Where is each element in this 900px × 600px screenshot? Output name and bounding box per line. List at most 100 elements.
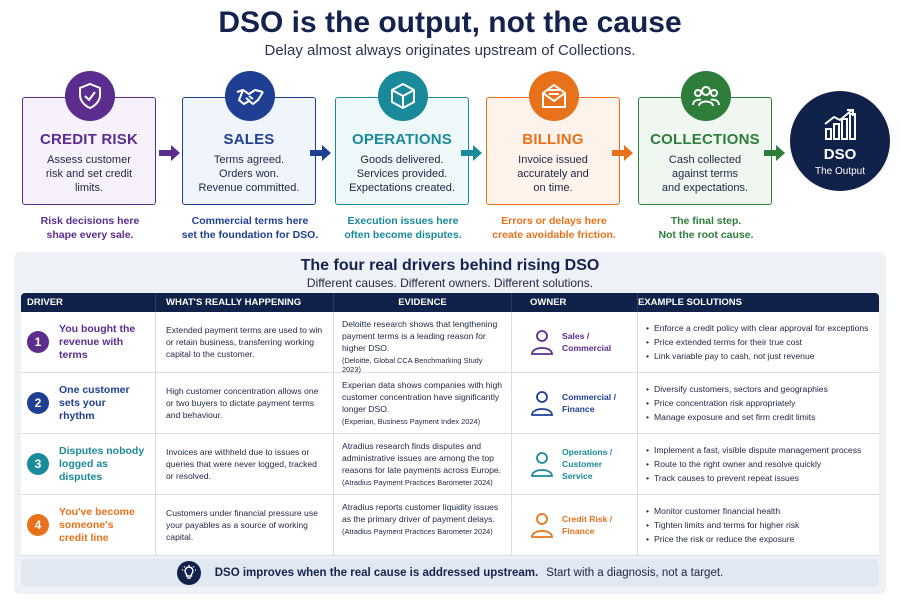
stage-desc-line: Cash collected — [668, 154, 742, 166]
owner-label: Credit Risk /Finance — [562, 513, 612, 537]
stage-desc-line: Expectations created. — [349, 182, 455, 194]
owner-label-line: Customer Service — [562, 459, 603, 481]
stage-note: Errors or delays here create avoidable f… — [477, 214, 631, 242]
driver-label-line: You bought the — [59, 322, 136, 335]
team-icon — [692, 86, 720, 107]
driver-number-badge: 2 — [27, 392, 49, 414]
owner-label-line: Finance — [562, 404, 595, 414]
driver-number-badge: 3 — [27, 453, 49, 475]
evidence-cell: Atradius reports customer liquidity issu… — [334, 495, 512, 555]
stage-desc-line: Goods delivered. — [360, 154, 444, 166]
footer-strong-text: DSO improves when the real cause is addr… — [214, 567, 539, 579]
owner-label: Operations / Customer Service — [562, 446, 629, 482]
solutions-list: Implement a fast, visible dispute manage… — [646, 443, 861, 485]
driver-label-line: disputes — [59, 470, 103, 483]
stage-operations: OPERATIONS Goods delivered. Services pro… — [335, 71, 469, 241]
evidence-text: Atradius research finds disputes and adm… — [342, 441, 502, 475]
evidence-text: Experian data shows companies with high … — [342, 380, 503, 414]
solutions-list: Enforce a credit policy with clear appro… — [646, 321, 868, 363]
dso-sublabel: The Output — [814, 166, 866, 177]
chart-growth-icon — [824, 109, 856, 140]
owner-cell: Credit Risk /Finance — [512, 495, 638, 555]
person-icon — [531, 452, 553, 477]
stage-desc-line: Orders won. — [219, 168, 279, 180]
driver-number-badge: 1 — [27, 331, 49, 353]
happening-cell: Extended payment terms are used to win o… — [156, 312, 334, 372]
page-title: DSO is the output, not the cause — [218, 6, 682, 39]
stage-note-line: The final step. — [670, 215, 742, 227]
stage-note-line: Not the root cause. — [658, 229, 754, 241]
driver-label-line: You've become — [59, 505, 135, 518]
solution-item: Tighten limits and terms for higher risk — [646, 518, 799, 532]
stage-note-line: create avoidable friction. — [492, 229, 616, 241]
arrow-right-icon — [159, 145, 180, 161]
evidence-cell: Atradius research finds disputes and adm… — [334, 434, 512, 494]
stage-desc-line: and expectations. — [661, 182, 749, 194]
stage-circle — [225, 71, 275, 121]
stage-desc-line: on time. — [533, 182, 573, 194]
driver-label-line: revenue with — [59, 335, 124, 348]
stage-billing: BILLING Invoice issued accurately and on… — [486, 71, 620, 241]
stage-name: BILLING — [522, 131, 584, 148]
arrow-right-icon — [310, 145, 331, 161]
evidence-source: (Deloitte, Global CCA Benchmarking Study… — [342, 356, 483, 374]
stage-note: The final step. Not the root cause. — [629, 214, 783, 242]
solution-item: Link variable pay to cash, not just reve… — [646, 349, 868, 363]
stage-circle — [65, 71, 115, 121]
arrow-right-icon — [764, 145, 785, 161]
stage-desc-line: Revenue committed. — [198, 182, 300, 194]
stage-desc-line: against terms — [671, 168, 739, 180]
person-icon — [531, 391, 553, 416]
stage-desc-line: Invoice issued — [518, 154, 588, 166]
stage-description: Invoice issued accurately and on time. — [487, 153, 619, 195]
stage-desc-line: risk and set credit — [45, 168, 133, 180]
solution-item: Implement a fast, visible dispute manage… — [646, 443, 861, 457]
happening-text: Extended payment terms are used to win o… — [166, 325, 323, 359]
process-flow: CREDIT RISK Assess customer risk and set… — [22, 70, 892, 245]
driver-label-line: Disputes nobody — [59, 444, 145, 457]
stage-note-line: Execution issues here — [347, 215, 459, 227]
person-icon — [531, 330, 553, 355]
owner-label: Sales /Commercial — [562, 330, 611, 354]
driver-label-line: sets your — [59, 396, 106, 409]
driver-label-line: rhythm — [59, 409, 95, 422]
owner-cell: Commercial /Finance — [512, 373, 638, 433]
stage-collections: COLLECTIONS Cash collected against terms… — [638, 71, 772, 241]
solution-item: Enforce a credit policy with clear appro… — [646, 321, 868, 335]
stage-note-line: Risk decisions here — [40, 215, 140, 227]
stage-desc-line: accurately and — [517, 168, 589, 180]
evidence-cell: Deloitte research shows that lengthening… — [334, 312, 512, 374]
stage-desc-line: Terms agreed. — [213, 154, 285, 166]
solution-item: Route to the right owner and resolve qui… — [646, 457, 861, 471]
column-header: EVIDENCE — [334, 293, 512, 312]
solution-item: Price the risk or reduce the exposure — [646, 532, 799, 546]
stage-name: SALES — [223, 131, 275, 148]
stage-description: Cash collected against terms and expecta… — [639, 153, 771, 195]
solution-item: Price extended terms for their true cost — [646, 335, 868, 349]
handshake-icon — [236, 88, 264, 106]
stage-desc-line: Services provided. — [356, 168, 448, 180]
evidence-text: Deloitte research shows that lengthening… — [342, 319, 498, 353]
stage-note-line: shape every sale. — [46, 229, 134, 241]
evidence-source: (Atradius Payment Practices Barometer 20… — [342, 478, 493, 487]
stage-circle — [378, 71, 428, 121]
evidence-source: (Experian, Business Payment Index 2024) — [342, 417, 481, 426]
stage-description: Assess customer risk and set credit limi… — [23, 153, 155, 195]
drivers-title: The four real drivers behind rising DSO — [300, 257, 600, 274]
stage-desc-line: Assess customer — [47, 154, 131, 166]
stage-note-line: Errors or delays here — [501, 215, 607, 227]
owner-label-line: Operations / — [562, 447, 613, 457]
stage-sales: SALES Terms agreed. Orders won. Revenue … — [182, 71, 318, 241]
footer-banner: DSO improves when the real cause is addr… — [21, 559, 879, 587]
solution-item: Monitor customer financial health — [646, 504, 799, 518]
drivers-subtitle: Different causes. Different owners. Diff… — [306, 276, 594, 290]
owner-label-line: Finance — [562, 526, 595, 536]
driver-label-line: terms — [59, 348, 88, 361]
owner-label-line: Sales / — [562, 331, 590, 341]
stage-note: Risk decisions here shape every sale. — [13, 214, 167, 242]
